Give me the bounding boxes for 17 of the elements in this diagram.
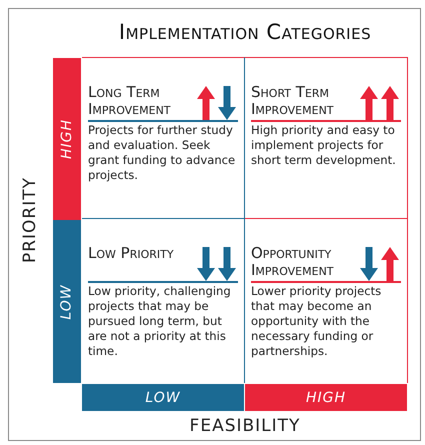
feasibility-high-band: HIGH [245, 384, 407, 411]
category-description: High priority and easy to implement projects for short term development. [251, 123, 397, 168]
category-description: Low priority, challenging projects that may be pursued long term, but are not a priority at this time. [88, 284, 232, 359]
category-heading: Opportunity Improvement [251, 245, 335, 279]
priority-low-band: LOW [53, 220, 81, 383]
category-description: Projects for further study and evaluation. Seek grant funding to advance projects. [88, 123, 236, 183]
diagram-title: Implementation Categories [118, 20, 372, 44]
category-heading: Low Priority [88, 245, 175, 262]
category-description: Lower priority projects that may become an opportunity with the necessary funding or partnerships. [251, 284, 382, 359]
axis-label: FEASIBILITY [188, 416, 302, 436]
category-panel [82, 57, 245, 219]
category-heading: Long Term Improvement [88, 84, 172, 118]
priority-high-band: HIGH [53, 58, 81, 220]
axis-label: PRIORITY [20, 176, 40, 266]
category-panel [245, 57, 408, 219]
category-heading: Short Term Improvement [251, 84, 335, 118]
feasibility-low-band: LOW [82, 384, 244, 411]
